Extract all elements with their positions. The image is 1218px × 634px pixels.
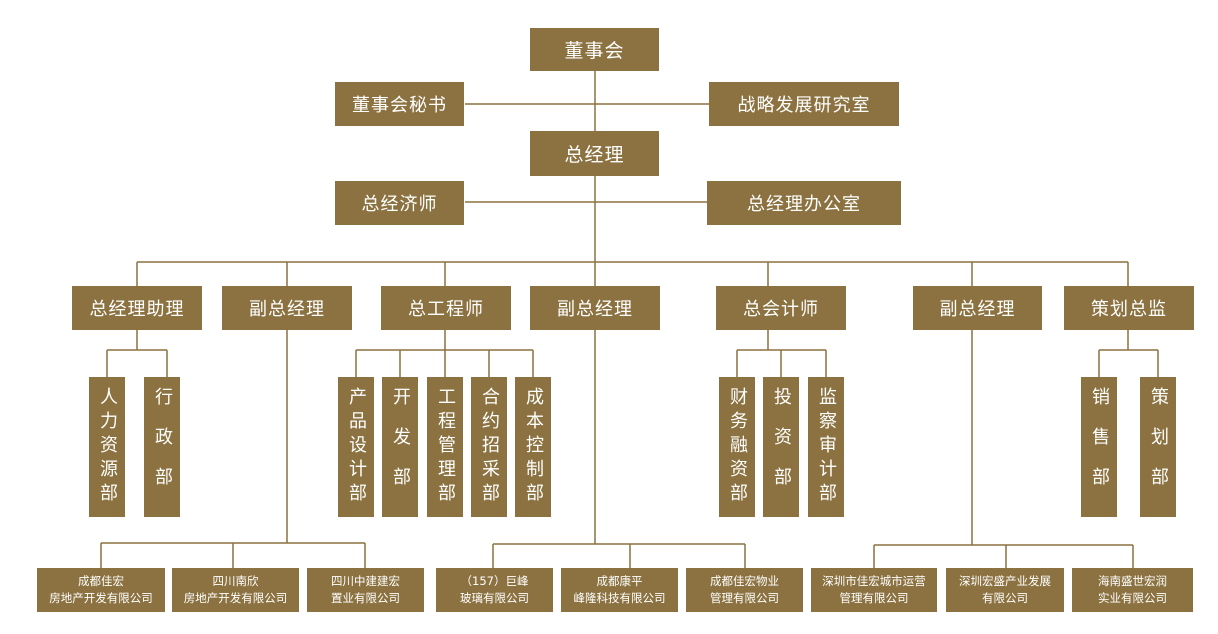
dept-cost-control-label: 成本控制部 [523,387,544,507]
company-1: 成都佳宏 房地产开发有限公司 [37,568,165,612]
dept-contract-procurement-label: 合约招采部 [479,387,500,507]
node-vgm-2: 副总经理 [530,286,660,330]
dept-contract-procurement: 合约招采部 [471,377,507,517]
dept-engineering-mgmt-label: 工程管理部 [435,387,456,507]
dept-audit-label: 监察审计部 [816,387,837,507]
node-gm-office-label: 总经理办公室 [747,194,861,215]
connector-exec-drops [136,262,1129,286]
node-chief-accountant: 总会计师 [716,286,846,330]
node-strategy-office: 战略发展研究室 [709,82,899,126]
dept-engineering-mgmt: 工程管理部 [427,377,463,517]
company-3: 四川中建建宏 置业有限公司 [307,568,424,612]
company-9: 海南盛世宏润 实业有限公司 [1072,568,1193,612]
dept-sales-label: 销售部 [1089,387,1110,507]
node-gm-office: 总经理办公室 [707,181,901,225]
company-8-label: 深圳宏盛产业发展 有限公司 [959,574,1051,605]
node-chief-economist-label: 总经济师 [361,194,438,215]
company-7-label: 深圳市佳宏城市运营 管理有限公司 [822,574,926,605]
node-vgm-3-label: 副总经理 [939,299,1016,320]
node-gm-assistant: 总经理助理 [72,286,202,330]
connector-vgm1-companies [100,330,366,568]
company-3-label: 四川中建建宏 置业有限公司 [331,574,400,605]
connector-vgm2-companies [492,330,746,568]
node-gm: 总经理 [530,131,659,176]
node-chief-economist: 总经济师 [335,181,464,225]
node-chief-accountant-label: 总会计师 [743,299,819,320]
node-vgm-1: 副总经理 [222,286,352,330]
company-4: （157）巨峰 玻璃有限公司 [436,568,553,612]
dept-investment-label: 投资部 [771,387,792,507]
connector-engineer-depts [355,330,534,377]
dept-cost-control: 成本控制部 [515,377,551,517]
connector-planning-depts [1098,330,1159,377]
node-chief-engineer: 总工程师 [381,286,511,330]
node-board-label: 董事会 [564,40,625,62]
company-9-label: 海南盛世宏润 实业有限公司 [1098,574,1167,605]
company-8: 深圳宏盛产业发展 有限公司 [946,568,1064,612]
dept-planning-label: 策划部 [1148,387,1169,507]
company-5: 成都康平 峰隆科技有限公司 [561,568,678,612]
company-2: 四川南欣 房地产开发有限公司 [172,568,299,612]
dept-development: 开发部 [382,377,418,517]
dept-hr-label: 人力资源部 [97,387,118,507]
node-gm-assistant-label: 总经理助理 [89,299,185,320]
node-board-secretary: 董事会秘书 [335,82,464,126]
dept-hr: 人力资源部 [89,377,125,517]
node-strategy-office-label: 战略发展研究室 [737,95,871,116]
company-7: 深圳市佳宏城市运营 管理有限公司 [811,568,937,612]
connector-vgm3-companies [873,330,1134,568]
dept-audit: 监察审计部 [808,377,844,517]
company-4-label: （157）巨峰 玻璃有限公司 [460,574,529,605]
dept-admin-label: 行政部 [152,387,173,507]
node-chief-engineer-label: 总工程师 [408,299,484,320]
node-vgm-2-label: 副总经理 [557,299,633,320]
connector-assistant-depts [106,330,168,377]
dept-development-label: 开发部 [390,387,411,507]
company-6-label: 成都佳宏物业 管理有限公司 [710,574,779,605]
dept-finance-label: 财务融资部 [727,387,748,507]
dept-finance: 财务融资部 [719,377,755,517]
dept-product-design: 产品设计部 [338,377,374,517]
node-gm-label: 总经理 [564,144,625,166]
dept-admin: 行政部 [144,377,180,517]
company-1-label: 成都佳宏 房地产开发有限公司 [49,574,153,605]
connector-accountant-depts [736,330,827,377]
dept-sales: 销售部 [1081,377,1117,517]
dept-investment: 投资部 [763,377,799,517]
node-vgm-3: 副总经理 [913,286,1042,330]
company-2-label: 四川南欣 房地产开发有限公司 [183,574,288,605]
dept-planning: 策划部 [1140,377,1176,517]
company-5-label: 成都康平 峰隆科技有限公司 [573,574,666,605]
node-board: 董事会 [530,28,659,71]
node-vgm-1-label: 副总经理 [249,299,325,320]
dept-product-design-label: 产品设计部 [346,387,367,507]
node-board-secretary-label: 董事会秘书 [352,95,447,116]
node-planning-director: 策划总监 [1064,286,1194,330]
node-planning-director-label: 策划总监 [1091,299,1167,320]
company-6: 成都佳宏物业 管理有限公司 [686,568,803,612]
